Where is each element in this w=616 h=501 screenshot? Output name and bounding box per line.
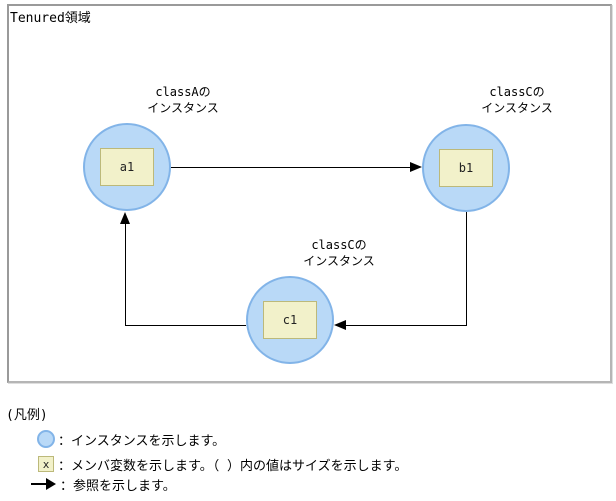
class-label-b1: classCの インスタンス bbox=[437, 84, 597, 116]
edge-a1-to-b1-arrowhead-icon bbox=[410, 162, 422, 172]
edge-b1-to-c1-vertical-line bbox=[466, 212, 467, 326]
member-variable-box-a1: a1 bbox=[100, 148, 154, 186]
class-label-c1-line1: classCの bbox=[311, 238, 367, 252]
class-label-b1-line2: インスタンス bbox=[481, 101, 553, 115]
legend-item-instance-text: ：インスタンスを示します。 bbox=[58, 433, 226, 449]
member-variable-box-c1: c1 bbox=[263, 301, 317, 339]
member-variable-label-b1: b1 bbox=[458, 161, 474, 175]
class-label-c1-line2: インスタンス bbox=[303, 254, 375, 268]
legend-title: (凡例) bbox=[6, 408, 48, 423]
class-label-a1-line2: インスタンス bbox=[147, 101, 219, 115]
member-variable-box-icon-label: x bbox=[42, 457, 50, 471]
edge-b1-to-c1-arrowhead-icon bbox=[334, 320, 346, 330]
class-label-a1: classAの インスタンス bbox=[103, 84, 263, 116]
legend-item-member-variable: x ：メンバ変数を示します。（ ）内の値はサイズを示します。 bbox=[38, 455, 408, 474]
member-variable-label-c1: c1 bbox=[282, 313, 298, 327]
edge-a1-to-b1-line bbox=[171, 167, 410, 168]
instance-node-b1: b1 bbox=[422, 124, 510, 212]
legend-item-member-variable-text: ：メンバ変数を示します。（ ）内の値はサイズを示します。 bbox=[58, 458, 408, 474]
tenured-region-label: Tenured領域 bbox=[10, 11, 91, 26]
legend-item-reference: ：参照を示します。 bbox=[31, 477, 176, 494]
edge-c1-to-a1-arrowhead-icon bbox=[120, 212, 130, 224]
legend-item-reference-text: ：参照を示します。 bbox=[60, 478, 176, 494]
class-label-b1-line1: classCの bbox=[489, 85, 545, 99]
reference-arrow-icon bbox=[31, 478, 56, 490]
edge-c1-to-a1-vertical-line bbox=[125, 223, 126, 326]
member-variable-box-icon: x bbox=[38, 456, 54, 472]
class-label-c1: classCの インスタンス bbox=[259, 237, 419, 269]
edge-b1-to-c1-horizontal-line bbox=[345, 325, 467, 326]
class-label-a1-line1: classAの bbox=[155, 85, 211, 99]
legend-item-instance: ：インスタンスを示します。 bbox=[37, 429, 225, 449]
instance-node-c1: c1 bbox=[246, 276, 334, 364]
member-variable-box-b1: b1 bbox=[439, 149, 493, 187]
instance-circle-icon bbox=[37, 430, 55, 448]
instance-node-a1: a1 bbox=[83, 123, 171, 211]
member-variable-label-a1: a1 bbox=[119, 160, 135, 174]
edge-c1-to-a1-horizontal-line bbox=[125, 325, 246, 326]
